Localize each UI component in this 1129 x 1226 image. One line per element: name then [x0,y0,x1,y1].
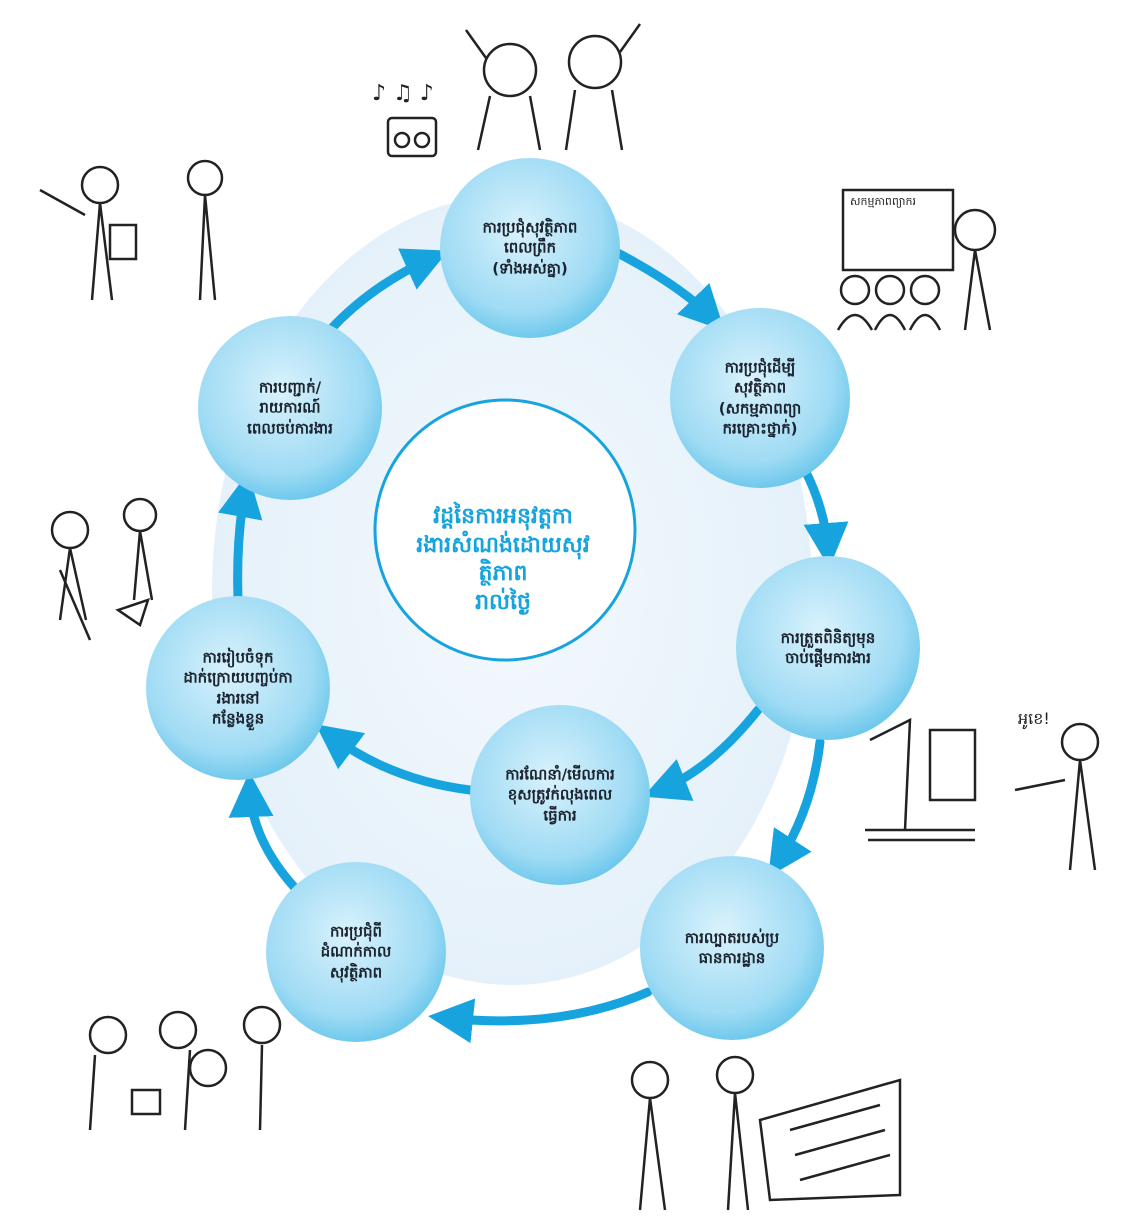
arrow-4 [428,987,653,1044]
excavator-worker-illustration [865,717,1100,871]
node-label-line: (សកម្មភាពព្យា [718,399,802,417]
node-label-line: ការបញ្ជាក់/ [258,378,322,397]
node-label-morning-meeting: ការប្រជុំសុវត្ថិភាព ពេលព្រឹក (ទាំងអស់គ្ន… [455,218,605,279]
node-label-line: ការប្រជុំពី [329,922,383,941]
arrow-9 [325,248,449,335]
node-label-site-patrol: ការល្បាតរបស់ប្រ ធានការដ្ឋាន [657,928,807,969]
worker-sweeping-illustration [50,497,158,641]
node-label-line: សុវត្ថិភាព [329,963,383,982]
node-label-line: ការប្រជុំដើម្បី [724,358,796,377]
node-label-line: ចាប់ផ្តើមការងារ [785,649,871,667]
node-label-guidance: ការណែនាំ/មើលការ ខុសត្រូវក់លុងពេល ធ្វើការ [485,765,635,826]
node-label-line: រាយការណ៍ [259,398,321,417]
speech-ok-text: អូខេ! [1018,709,1050,728]
svg-text:សកម្មភាពព្យាករ: សកម្មភាពព្យាករ [850,195,916,208]
node-label-line: រងារនៅ [216,689,260,707]
node-label-line: ដំណាក់កាល [320,942,392,961]
arrow-1 [607,245,725,331]
arrow-8 [218,472,263,603]
node-guidance [470,705,650,885]
arrow-5 [643,705,763,801]
node-safety-meeting [670,308,850,488]
illustrations: ♪ ♫ ♪ សកម្មភាពព្យាករ [39,23,1100,1211]
supervisor-pointing-illustration [39,159,224,301]
node-morning-meeting [440,158,620,338]
node-label-line: ខុសត្រូវក់លុងពេល [507,785,613,804]
cycle-title-line: ត្ថិភាព [478,561,528,586]
node-cleanup [146,596,330,780]
arrow-2 [800,465,849,568]
workers-exercising-illustration: ♪ ♫ ♪ [372,23,642,158]
node-label-line: ការត្រួតពិនិត្យមុន [780,628,876,647]
node-label-line: ពេលព្រឹក [503,238,557,257]
node-label-line: កន្លែងខ្លួន [211,709,265,728]
node-label-line: ដាក់ក្រោយបញ្ចប់កា [183,668,293,687]
node-label-line: (ទាំងអស់គ្នា) [492,259,568,278]
node-label-line: ធានការដ្ឋាន [698,949,766,967]
svg-text:♪ ♫ ♪: ♪ ♫ ♪ [372,81,434,106]
node-label-cleanup: ការរៀបចំទុក ដាក់ក្រោយបញ្ចប់កា រងារនៅ កន្… [163,648,313,729]
node-label-pre-work-check: ការត្រួតពិនិត្យមុន ចាប់ផ្តើមការងារ [753,628,903,669]
node-label-line: ការណែនាំ/មើលការ [505,765,615,784]
node-label-line: ធ្វើការ [543,806,577,825]
node-label-line: ពេលចប់ការងារ [247,419,333,438]
arrow-3 [768,737,825,878]
node-midday-meeting [266,862,446,1042]
arrow-7 [228,772,300,893]
node-label-line: ករគ្រោះថ្នាក់) [722,419,798,438]
node-label-line: ការប្រជុំសុវត្ថិភាព [482,218,578,237]
node-label-midday-meeting: ការប្រជុំពី ដំណាក់កាល សុវត្ថិភាព [281,922,431,983]
cycle-title-line: វដ្តនៃការអនុវត្តកា [433,503,573,529]
node-site-patrol [640,856,824,1040]
node-pre-work-check [736,556,920,740]
node-label-end-report: ការបញ្ជាក់/ រាយការណ៍ ពេលចប់ការងារ [215,378,365,439]
cycle-title: វដ្តនៃការអនុវត្តកា រងារសំណង់ដោយសុវ ត្ថិភ… [408,503,598,617]
cycle-arrows [218,245,849,1044]
safety-meeting-illustration: សកម្មភាពព្យាករ [836,188,997,331]
node-label-line: សុវត្ថិភាព [733,378,787,397]
center-circle [373,398,637,662]
node-label-line: ការរៀបចំទុក [202,648,274,667]
site-inspection-illustration [630,1055,902,1211]
node-label-safety-meeting: ការប្រជុំដើម្បី សុវត្ថិភាព (សកម្មភាពព្យា… [685,358,835,439]
workers-group-illustration [88,1005,282,1131]
cycle-title-line: រាល់ថ្ងៃ [475,589,531,615]
cycle-title-line: រងារសំណង់ដោយសុវ [416,532,590,558]
node-end-report [198,316,382,500]
arrow-6 [315,724,475,795]
node-label-line: ការល្បាតរបស់ប្រ [684,928,780,947]
cycle-nodes [146,158,920,1042]
